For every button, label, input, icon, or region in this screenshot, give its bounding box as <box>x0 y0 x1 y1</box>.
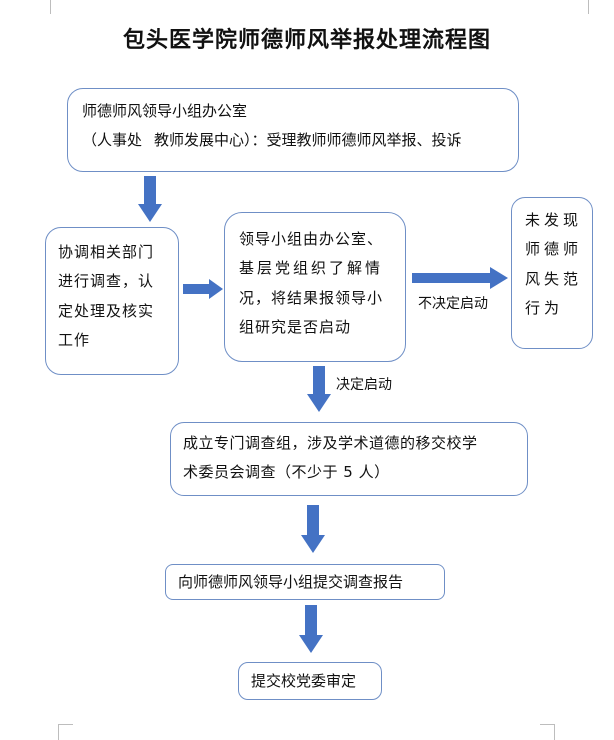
page-corner-mark-bottom-right <box>540 724 555 740</box>
report-text: 向师德师风领导小组提交调查报告 <box>178 573 404 591</box>
office-line-2a: （人事处 <box>82 131 143 150</box>
arrow-down-leadership-to-investigation <box>307 366 331 412</box>
page-corner-mark-bottom-left <box>58 724 73 740</box>
leadership-line-3: 况，将结果报领导小 <box>239 288 384 307</box>
submit-box: 提交校党委审定 <box>238 662 382 700</box>
arrow-down-office-to-coordinate <box>138 176 162 222</box>
investigation-line-1: 成立专门调查组，涉及学术道德的移交校学 <box>183 434 478 452</box>
page-corner-mark-top-left <box>36 0 51 14</box>
coordinate-line-2: 进行调查，认 <box>58 272 155 291</box>
no-violation-line-4: 行为 <box>525 298 564 317</box>
leadership-box: 领导小组由办公室、 基层党组织了解情 况，将结果报领导小 组研究是否启动 <box>224 212 406 362</box>
no-violation-line-2: 师德师 <box>525 240 583 259</box>
coordinate-box: 协调相关部门 进行调查，认 定处理及核实 工作 <box>45 227 179 375</box>
no-violation-box: 未发现 师德师 风失范 行为 <box>511 197 593 349</box>
coordinate-line-4: 工作 <box>58 330 91 349</box>
leadership-line-2: 基层党组织了解情 <box>239 259 384 278</box>
page-title: 包头医学院师德师风举报处理流程图 <box>122 27 491 53</box>
no-violation-line-1: 未发现 <box>525 211 583 229</box>
office-line-2b: 教师发展中心）：受理教师师德师风举报、投诉 <box>154 131 462 150</box>
leadership-line-1: 领导小组由办公室、 <box>239 230 384 248</box>
coordinate-line-1: 协调相关部门 <box>58 243 155 261</box>
submit-text: 提交校党委审定 <box>251 672 357 690</box>
edge-label-start: 决定启动 <box>336 377 392 393</box>
report-box: 向师德师风领导小组提交调查报告 <box>165 564 445 600</box>
leadership-line-4: 组研究是否启动 <box>239 317 352 336</box>
no-violation-line-3: 风失范 <box>525 269 583 288</box>
edge-label-not-start: 不决定启动 <box>418 296 488 312</box>
office-box: 师德师风领导小组办公室 （人事处教师发展中心）：受理教师师德师风举报、投诉 <box>67 88 519 172</box>
arrow-down-investigation-to-report <box>301 505 325 553</box>
coordinate-line-3: 定处理及核实 <box>58 301 155 320</box>
office-line-2: （人事处教师发展中心）：受理教师师德师风举报、投诉 <box>82 126 504 155</box>
arrow-down-report-to-submit <box>299 605 323 653</box>
investigation-box: 成立专门调查组，涉及学术道德的移交校学 术委员会调查（不少于 5 人） <box>170 422 528 496</box>
arrow-right-leadership-to-no-violation <box>412 267 508 289</box>
office-line-1: 师德师风领导小组办公室 <box>82 102 248 120</box>
investigation-line-2: 术委员会调查（不少于 5 人） <box>183 463 390 482</box>
page-corner-mark-top-right <box>588 0 603 14</box>
arrow-right-coordinate-to-leadership <box>183 279 223 299</box>
